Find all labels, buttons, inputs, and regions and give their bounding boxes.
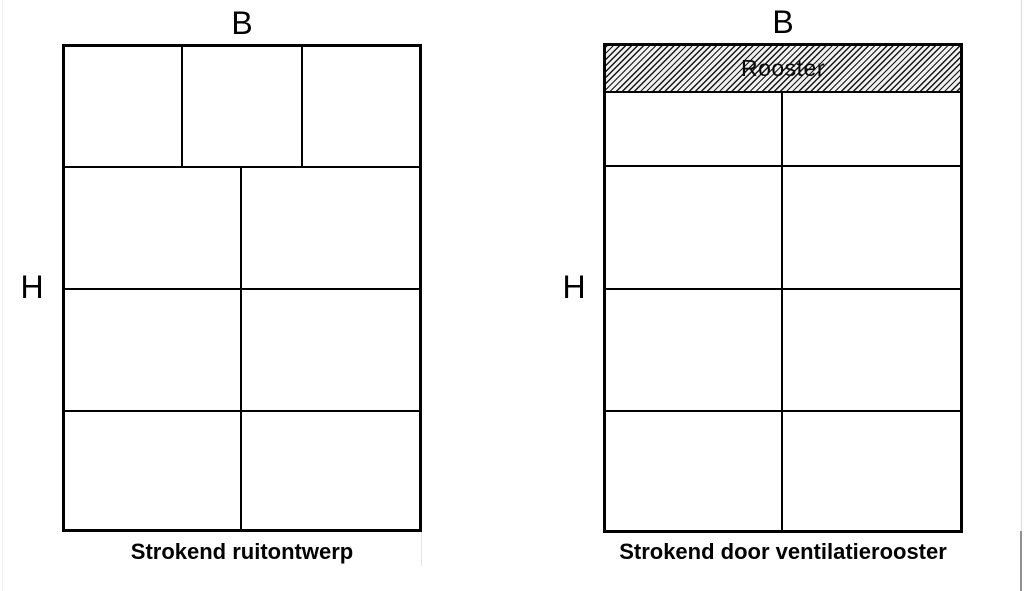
right-centre-divider <box>781 93 783 530</box>
left-height-label: H <box>20 269 44 305</box>
page-edge-line-left <box>2 0 3 591</box>
left-diagram-caption: Strokend ruitontwerp <box>130 539 354 564</box>
right-row-divider-1 <box>606 165 960 167</box>
left-window-frame <box>62 44 422 532</box>
right-row-divider-2 <box>606 288 960 290</box>
right-row-divider-3 <box>606 410 960 412</box>
page-edge-line-right-dark <box>1020 531 1022 591</box>
ventilation-grille-label: Rooster <box>740 55 826 81</box>
left-top-row-divider-1 <box>181 47 183 168</box>
right-height-label: H <box>562 269 586 305</box>
left-row-divider-2 <box>65 288 419 290</box>
left-row-divider-3 <box>65 410 419 412</box>
page-edge-line-right <box>1021 0 1022 591</box>
right-window-frame: Rooster <box>603 43 963 533</box>
left-width-label: B <box>231 5 253 41</box>
ventilation-grille-strip: Rooster <box>606 46 960 93</box>
left-centre-divider <box>240 166 242 529</box>
left-row-divider-1 <box>65 166 419 168</box>
left-top-row-divider-2 <box>301 47 303 168</box>
right-diagram-caption: Strokend door ventilatierooster <box>619 539 947 564</box>
right-width-label: B <box>772 4 794 40</box>
